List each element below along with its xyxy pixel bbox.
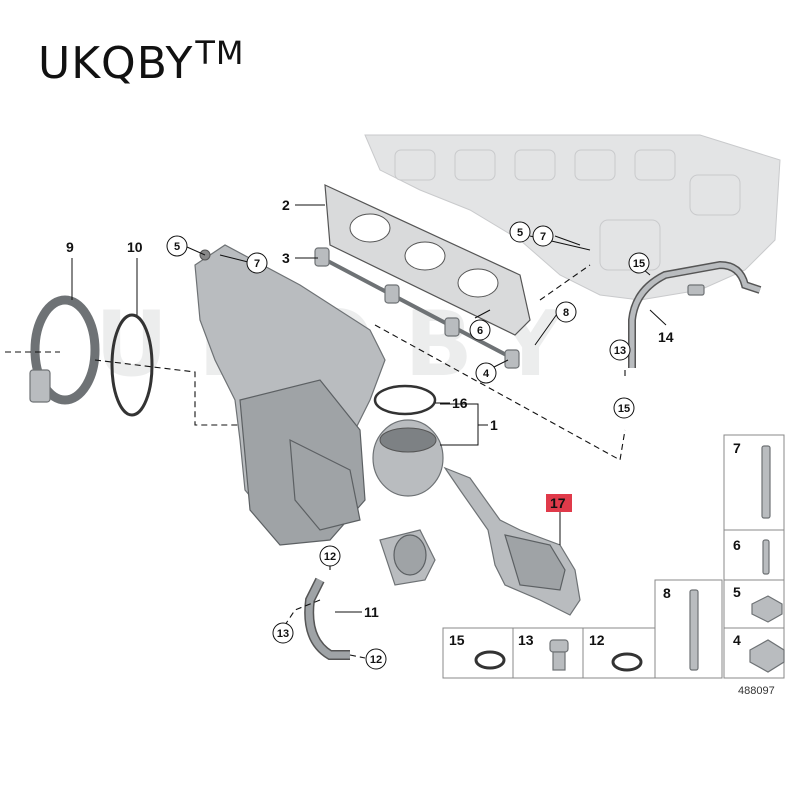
- figure-number: 488097: [738, 685, 775, 697]
- wastegate-actuator: [443, 466, 581, 616]
- svg-text:17: 17: [550, 495, 566, 511]
- table-label-7: 7: [733, 440, 741, 456]
- table-label-6: 6: [733, 537, 741, 553]
- long-stud-icon: [689, 589, 699, 671]
- svg-text:15: 15: [618, 403, 630, 415]
- return-line: [304, 577, 350, 660]
- dashed-leader: [94, 359, 240, 426]
- svg-text:7: 7: [254, 258, 260, 270]
- o-ring-icon: [611, 652, 643, 672]
- table-label-4: 4: [733, 632, 741, 648]
- svg-text:13: 13: [614, 345, 626, 357]
- svg-text:8: 8: [563, 307, 569, 319]
- seal-ring-icon: [474, 650, 506, 670]
- oil-feed-line: [628, 260, 762, 368]
- label-16: 16: [452, 395, 468, 411]
- svg-text:12: 12: [324, 551, 336, 563]
- o-ring: [373, 384, 437, 416]
- bolt-head-icon: [549, 639, 569, 653]
- table-label-5: 5: [733, 584, 741, 600]
- callout-6: 6: [469, 319, 491, 341]
- table-label-13: 13: [518, 632, 534, 648]
- svg-text:5: 5: [517, 227, 523, 239]
- hardware-parts-table: 7 6 8 5 4 15 13 12: [442, 434, 785, 679]
- table-label-12: 12: [589, 632, 605, 648]
- trademark-mark: TM: [195, 34, 245, 72]
- callout-7-left: 7: [246, 252, 268, 274]
- svg-text:6: 6: [477, 325, 483, 337]
- callout-5-left: 5: [166, 235, 188, 257]
- exhaust-manifold-gasket: [324, 184, 531, 336]
- callout-12-top: 12: [319, 545, 341, 567]
- callout-4: 4: [475, 362, 497, 384]
- label-11: 11: [364, 604, 379, 620]
- label-10: 10: [127, 239, 143, 255]
- svg-text:7: 7: [540, 231, 546, 243]
- table-label-15: 15: [449, 632, 465, 648]
- brand-logo: UKQBYTM: [38, 34, 245, 89]
- callout-15-top: 15: [628, 252, 650, 274]
- bolt-shank-icon: [552, 651, 566, 671]
- engine-block-ghost: [364, 134, 781, 301]
- table-label-8: 8: [663, 585, 671, 601]
- callout-13-left: 13: [272, 622, 294, 644]
- svg-text:5: 5: [174, 241, 180, 253]
- label-1: 1: [490, 417, 498, 433]
- label-3: 3: [282, 250, 290, 266]
- svg-text:15: 15: [633, 258, 645, 270]
- dashed-leader: [349, 654, 366, 659]
- callout-8: 8: [555, 301, 577, 323]
- label-9: 9: [66, 239, 74, 255]
- callout-15-bottom: 15: [613, 397, 635, 419]
- dashed-leader: [284, 599, 321, 626]
- stud-icon: [761, 445, 771, 519]
- flange-nut-icon: [749, 639, 785, 673]
- callout-7-right: 7: [532, 225, 554, 247]
- callout-12-bottom: 12: [365, 648, 387, 670]
- callout-13-right: 13: [609, 339, 631, 361]
- svg-text:13: 13: [277, 628, 289, 640]
- sealing-ring: [110, 313, 154, 417]
- turbocharger-assembly: [194, 244, 444, 586]
- dashed-leader: [374, 324, 626, 461]
- dashed-leader: [539, 264, 591, 301]
- stud-rail: [314, 247, 520, 369]
- pin-icon: [762, 539, 770, 575]
- svg-text:12: 12: [370, 654, 382, 666]
- v-band-clamp: [29, 295, 100, 405]
- label-2: 2: [282, 197, 290, 213]
- callout-5-right: 5: [509, 221, 531, 243]
- hex-nut-icon: [751, 595, 783, 623]
- svg-text:4: 4: [483, 368, 490, 380]
- label-14: 14: [658, 329, 674, 345]
- label-17-highlighted: 17: [546, 494, 572, 512]
- brand-name: UKQBY: [38, 38, 194, 89]
